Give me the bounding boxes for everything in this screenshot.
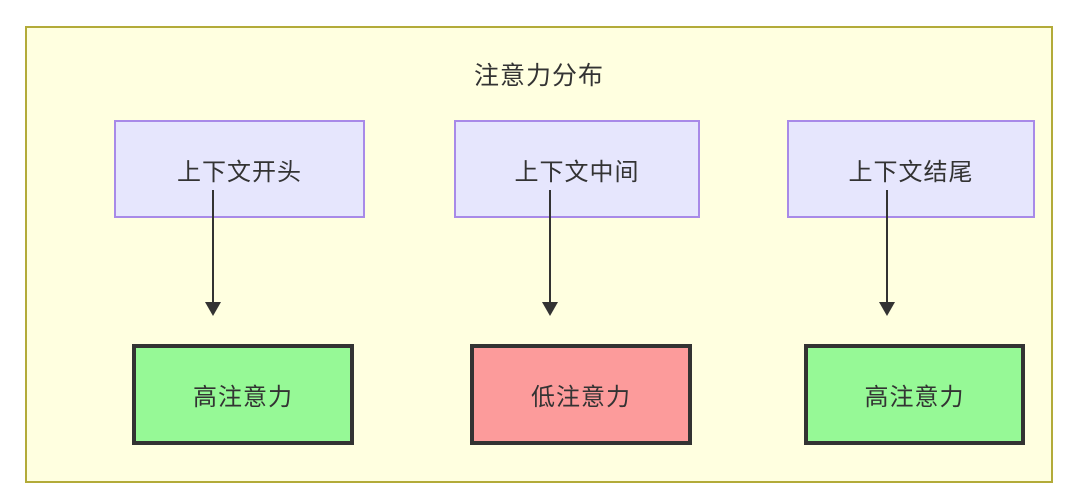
node-label: 低注意力 xyxy=(531,384,631,411)
node-label: 上下文结尾 xyxy=(848,158,974,186)
node-label: 高注意力 xyxy=(864,384,965,411)
node-attention-high-start[interactable]: 高注意力 xyxy=(132,344,354,445)
node-context-end[interactable]: 上下文结尾 xyxy=(787,120,1035,218)
node-attention-low-middle[interactable]: 低注意力 xyxy=(470,344,692,445)
node-context-start[interactable]: 上下文开头 xyxy=(114,120,365,218)
node-label: 高注意力 xyxy=(193,384,293,411)
diagram-title: 注意力分布 xyxy=(473,62,604,90)
node-label: 上下文中间 xyxy=(514,158,640,186)
diagram-frame: 注意力分布 上下文开头 上下文中间 上下文结尾 高注意力 低注意力 高注意力 xyxy=(25,26,1053,483)
node-attention-high-end[interactable]: 高注意力 xyxy=(804,344,1025,445)
node-context-middle[interactable]: 上下文中间 xyxy=(454,120,700,218)
node-label: 上下文开头 xyxy=(177,158,302,186)
